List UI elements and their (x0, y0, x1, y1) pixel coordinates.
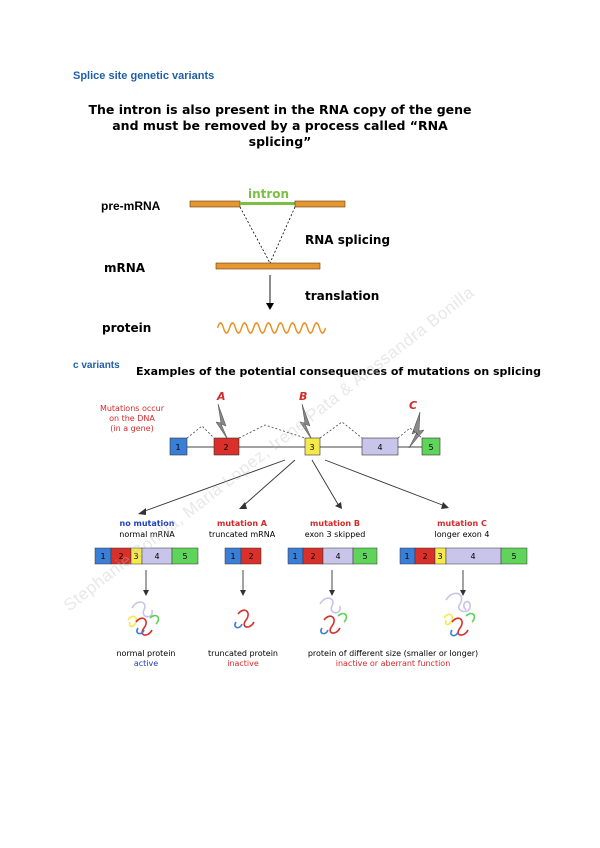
lightning-icon-c (408, 411, 425, 449)
rna-splicing-diagram: pre-mRNA intron RNA splicing mRNA transl… (101, 187, 390, 335)
protein-icon-longer (443, 592, 476, 637)
lightning-icon-a (215, 403, 229, 441)
case-b-title: mutation B (310, 519, 360, 528)
splice-dash-2 (238, 424, 306, 439)
variants-label: c variants (73, 360, 120, 371)
mrna-c-exon-4: 4 (470, 552, 475, 561)
down-arrowhead-1 (143, 590, 149, 596)
intro-line-3: splicing” (248, 134, 312, 149)
case-a-title: mutation A (217, 519, 268, 528)
case-b-subtitle: exon 3 skipped (305, 530, 366, 539)
pre-mrna-exon-right (294, 200, 346, 208)
gene-exon-4-label: 4 (377, 443, 382, 452)
mrna-mutation-b (287, 547, 378, 565)
variants-title: Examples of the potential consequences o… (136, 365, 541, 378)
protein-icon-truncated (234, 609, 255, 629)
mutation-note-2: on the DNA (109, 414, 155, 423)
normal-protein-label: normal protein (116, 649, 175, 658)
mrna-c-exon-1: 1 (404, 552, 409, 561)
down-arrowhead-4 (460, 590, 466, 596)
gene-exon-2-label: 2 (223, 443, 228, 452)
gene-exon-5 (421, 437, 441, 456)
mrna-b-exon-4: 4 (335, 552, 340, 561)
different-protein-status: inactive or aberrant function (336, 659, 451, 668)
mrna-bar (215, 262, 321, 270)
mrna-c-exon-5: 5 (511, 552, 516, 561)
gene-exon-3-label: 3 (309, 443, 314, 452)
mrna-mutation-a (224, 547, 262, 565)
down-arrowhead-2 (240, 590, 246, 596)
splice-dash-4 (397, 427, 423, 439)
mrna-label: mRNA (104, 261, 146, 275)
mrna-b-exon-1: 1 (292, 552, 297, 561)
mrna-c-exon-3: 3 (437, 552, 442, 561)
intron-segment (240, 202, 295, 205)
fan-arrowhead-3 (335, 502, 342, 509)
protein-icon-normal (127, 601, 160, 636)
fan-arrowhead-1 (138, 508, 146, 515)
fan-arrowhead-4 (441, 502, 449, 509)
mutation-consequences-diagram: Mutations occur on the DNA (in a gene) A… (94, 390, 528, 668)
rna-splicing-label: RNA splicing (305, 233, 390, 247)
translation-arrowhead (266, 303, 274, 310)
pre-mrna-label: pre-mRNA (101, 199, 161, 213)
protein-icon-different (319, 597, 348, 635)
mrna-normal-exon-3: 3 (133, 552, 138, 561)
normal-protein-status: active (134, 659, 158, 668)
splice-dash-1 (186, 425, 215, 439)
case-c-subtitle: longer exon 4 (435, 530, 490, 539)
section-heading: Splice site genetic variants (73, 70, 215, 82)
gene-exon-1 (169, 437, 188, 456)
gene-exon-5-label: 5 (428, 443, 433, 452)
gene-exon-2 (213, 437, 240, 456)
splice-dash-3 (319, 421, 363, 439)
mrna-b-exon-5: 5 (362, 552, 367, 561)
down-arrowhead-3 (329, 590, 335, 596)
mutation-note-1: Mutations occur (100, 404, 165, 413)
case-no-mutation-title: no mutation (120, 519, 175, 528)
different-protein-label: protein of different size (smaller or lo… (308, 649, 478, 658)
mrna-normal-exon-5: 5 (182, 552, 187, 561)
case-c-title: mutation C (437, 519, 487, 528)
case-no-mutation-subtitle: normal mRNA (119, 530, 175, 539)
mrna-a-exon-1: 1 (230, 552, 235, 561)
mutation-letter-a: A (216, 390, 226, 403)
down-arrows (145, 570, 464, 592)
protein-label: protein (102, 321, 151, 335)
mrna-normal-exon-2: 2 (118, 552, 123, 561)
mrna-a-exon-2: 2 (248, 552, 253, 561)
mrna-normal (94, 547, 199, 565)
mrna-normal-exon-4: 4 (154, 552, 159, 561)
intro-line-2: and must be removed by a process called … (112, 118, 448, 133)
splice-line-left (239, 206, 271, 264)
mutation-letter-c: C (409, 399, 417, 412)
gene-exon-1-label: 1 (175, 443, 180, 452)
mrna-b-exon-2: 2 (310, 552, 315, 561)
fan-arrowhead-2 (239, 502, 247, 509)
truncated-protein-label: truncated protein (208, 649, 278, 658)
intro-line-1: The intron is also present in the RNA co… (88, 102, 472, 117)
mutation-letter-b: B (299, 390, 307, 403)
mrna-normal-exon-1: 1 (100, 552, 105, 561)
gene-exon-4 (361, 437, 399, 456)
truncated-protein-status: inactive (227, 659, 259, 668)
fan-arrows (141, 459, 446, 513)
mutation-note-3: (in a gene) (110, 424, 154, 433)
translation-label: translation (305, 289, 379, 303)
gene-exon-3 (304, 437, 321, 456)
intron-label: intron (248, 187, 289, 201)
pre-mrna-exon-left (189, 200, 241, 208)
mrna-mutation-c (399, 547, 528, 565)
protein-coil (216, 322, 327, 334)
splice-line-right (269, 206, 296, 264)
case-a-subtitle: truncated mRNA (209, 530, 276, 539)
mrna-c-exon-2: 2 (422, 552, 427, 561)
